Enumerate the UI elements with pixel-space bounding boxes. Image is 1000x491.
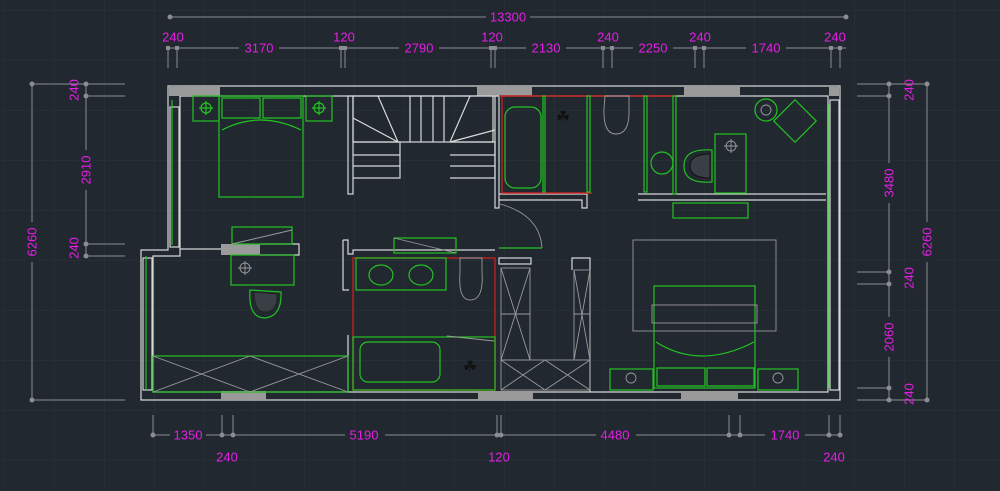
dim-segment: 2250 [639,40,668,55]
dim-segment: 5190 [350,427,379,442]
dim-wall: 240 [216,449,238,464]
top-dimensions: 13300 3170 2790 2130 2250 1740 240 120 1… [162,9,849,68]
dim-segment: 1740 [771,427,800,442]
staircase [352,95,496,179]
dim-segment: 2910 [78,156,93,185]
dim-wall: 240 [823,449,845,464]
dim-segment: 1740 [752,40,781,55]
dim-wall: 120 [481,29,503,44]
dim-wall: 240 [162,29,184,44]
desk-left [230,226,295,319]
svg-text:☘: ☘ [556,109,570,126]
dim-segment: 3170 [245,40,274,55]
bathroom-lower: ☘ [352,257,496,391]
dim-wall: 240 [901,267,916,289]
dim-wall: 240 [824,29,846,44]
dim-segment: 2060 [881,323,896,352]
svg-text:☘: ☘ [463,359,477,376]
bottom-dimensions: 1350 5190 4480 1740 240 120 240 [150,415,845,464]
dim-overall-height: 6260 [919,228,934,257]
dim-wall: 240 [901,383,916,405]
dim-segment: 2790 [405,40,434,55]
dim-overall-width: 13300 [490,9,526,24]
dim-wall: 240 [597,29,619,44]
right-dimensions: 240 3480 240 2060 240 6260 [857,79,934,405]
dim-segment: 3480 [881,169,896,198]
bedroom-right [609,98,818,391]
walls [140,85,841,401]
dim-wall: 240 [901,79,916,101]
vanity-top [393,237,457,254]
bed-master-left [192,95,333,198]
dim-wall: 240 [689,29,711,44]
left-dimensions: 6260 240 2910 240 [24,79,125,403]
dim-wall: 120 [333,29,355,44]
dim-wall: 120 [488,449,510,464]
dim-segment: 2130 [532,40,561,55]
dim-wall: 240 [66,237,81,259]
closet-center [499,203,591,391]
dim-segment: 4480 [601,427,630,442]
bathroom-upper: ☘ [499,95,677,195]
dim-overall-height: 6260 [24,228,39,257]
dim-wall: 240 [66,79,81,101]
dim-segment: 1350 [174,427,203,442]
wardrobe-left [152,355,349,393]
